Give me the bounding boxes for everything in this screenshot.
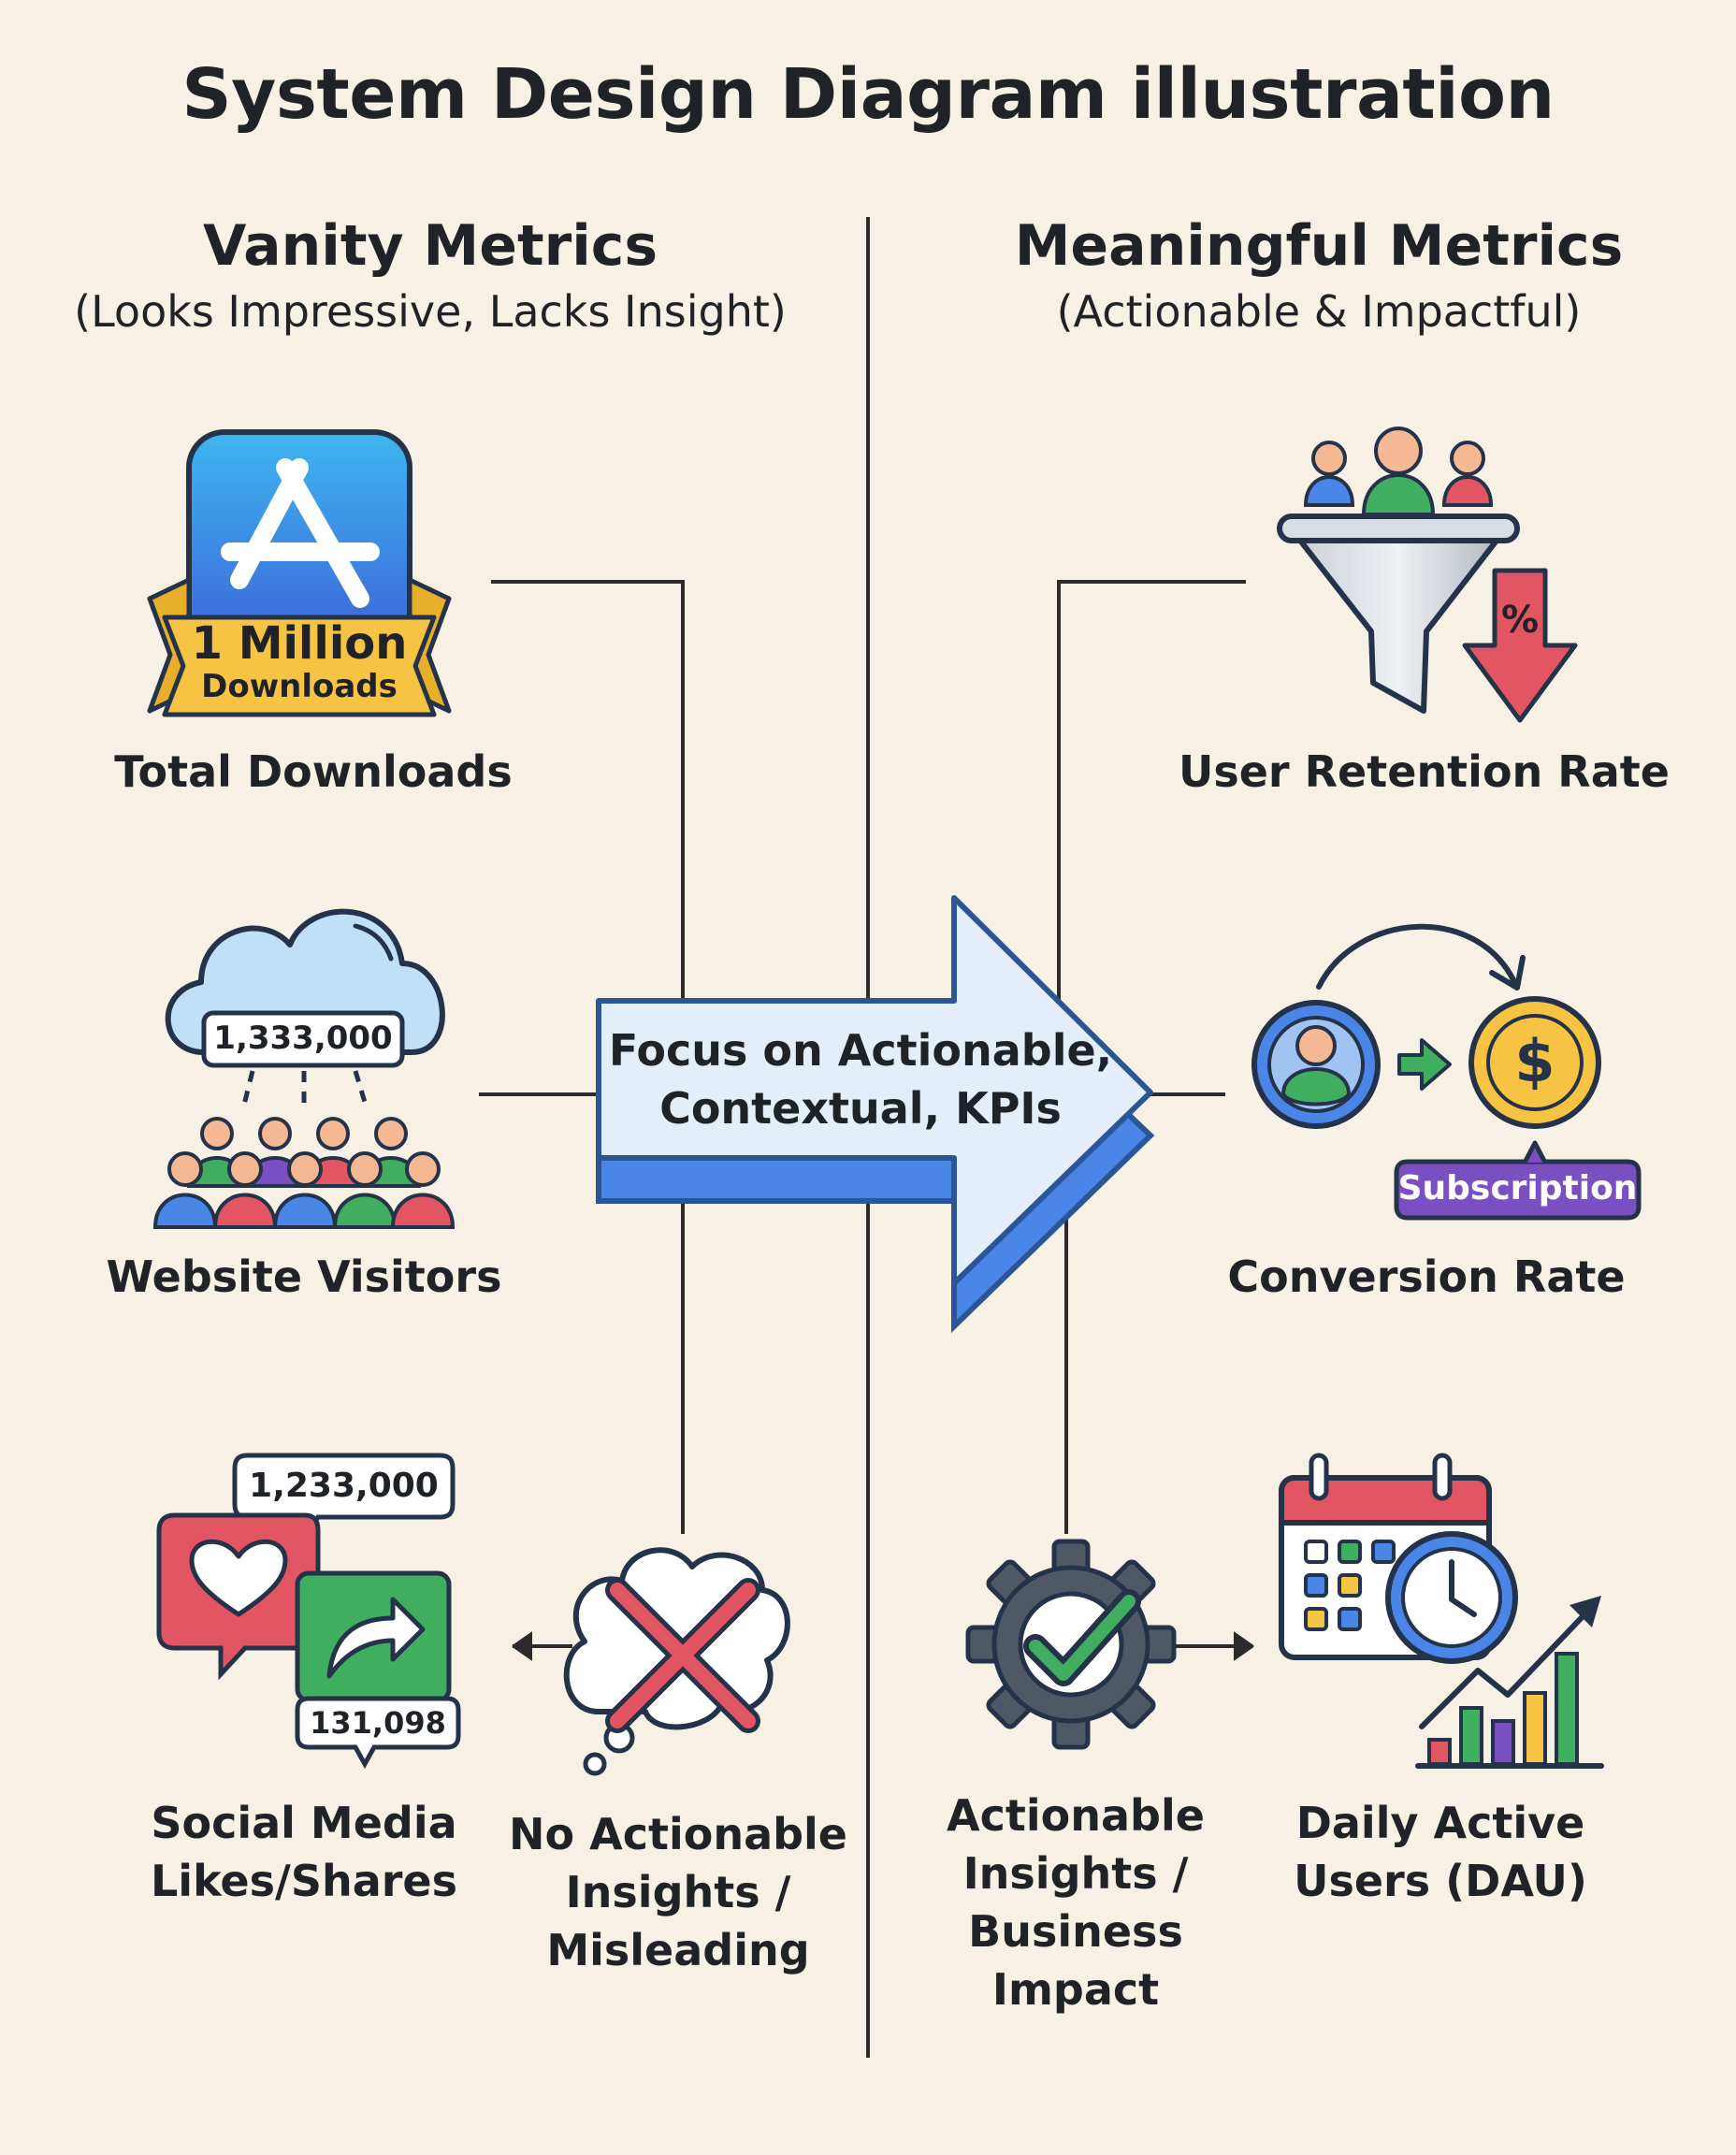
left-connectors <box>479 580 685 1661</box>
vanity-subheading: (Looks Impressive, Lacks Insight) <box>74 286 787 337</box>
center-arrow-label: Focus on Actionable, Contextual, KPIs <box>599 1021 1122 1137</box>
business-impact-label-line2: Insights / <box>962 1848 1189 1899</box>
downloads-badge-line1: 1 Million <box>191 617 408 670</box>
conversion-icon <box>1251 923 1642 1221</box>
cloud-crowd-icon <box>152 908 456 1229</box>
social-media-label: Social Media Likes/Shares <box>112 1794 496 1910</box>
business-impact-label-line4: Impact <box>991 1964 1160 2015</box>
center-arrow-label-line2: Contextual, KPIs <box>659 1083 1062 1134</box>
meaningful-heading: Meaningful Metrics <box>1014 213 1624 279</box>
center-arrow <box>596 895 1155 1334</box>
right-connectors <box>1057 580 1254 1661</box>
dollar-symbol: $ <box>1514 1027 1555 1095</box>
social-media-label-line1: Social Media <box>151 1798 457 1848</box>
shares-count: 131,098 <box>310 1705 446 1741</box>
total-downloads-label: Total Downloads <box>114 746 513 797</box>
vanity-heading: Vanity Metrics <box>202 213 658 279</box>
no-insights-label: No Actionable Insights / Misleading <box>505 1805 851 1979</box>
conversion-rate-label: Conversion Rate <box>1227 1251 1626 1302</box>
downloads-badge-line2: Downloads <box>201 668 398 705</box>
no-insights-label-line1: No Actionable <box>508 1809 848 1859</box>
meaningful-subheading: (Actionable & Impactful) <box>1056 286 1582 337</box>
app-store-icon <box>147 429 452 717</box>
business-impact-label-line3: Business <box>968 1906 1183 1957</box>
subscription-tag: Subscription <box>1397 1169 1638 1208</box>
calendar-chart-icon <box>1279 1453 1604 1769</box>
social-media-label-line2: Likes/Shares <box>151 1856 457 1906</box>
center-arrow-label-line1: Focus on Actionable, <box>608 1025 1113 1076</box>
page-title: System Design Diagram illustration <box>181 54 1555 135</box>
business-impact-label: Actionable Insights / Business Impact <box>917 1786 1235 2018</box>
dau-label-line1: Daily Active <box>1295 1798 1585 1848</box>
user-retention-label: User Retention Rate <box>1179 746 1670 797</box>
no-insights-label-line2: Insights / <box>565 1867 791 1917</box>
likes-count: 1,233,000 <box>249 1467 439 1505</box>
funnel-icon <box>1277 427 1578 723</box>
social-icon <box>156 1453 461 1770</box>
website-visitors-label: Website Visitors <box>106 1251 502 1302</box>
business-impact-label-line1: Actionable <box>947 1790 1205 1841</box>
dau-label-line2: Users (DAU) <box>1294 1856 1587 1906</box>
no-insights-label-line3: Misleading <box>546 1925 810 1975</box>
dau-label: Daily Active Users (DAU) <box>1272 1794 1609 1910</box>
x-thought-icon <box>563 1547 790 1776</box>
percent-symbol: % <box>1500 599 1540 642</box>
gear-check-icon <box>965 1539 1177 1750</box>
visitors-counter: 1,333,000 <box>213 1020 393 1057</box>
